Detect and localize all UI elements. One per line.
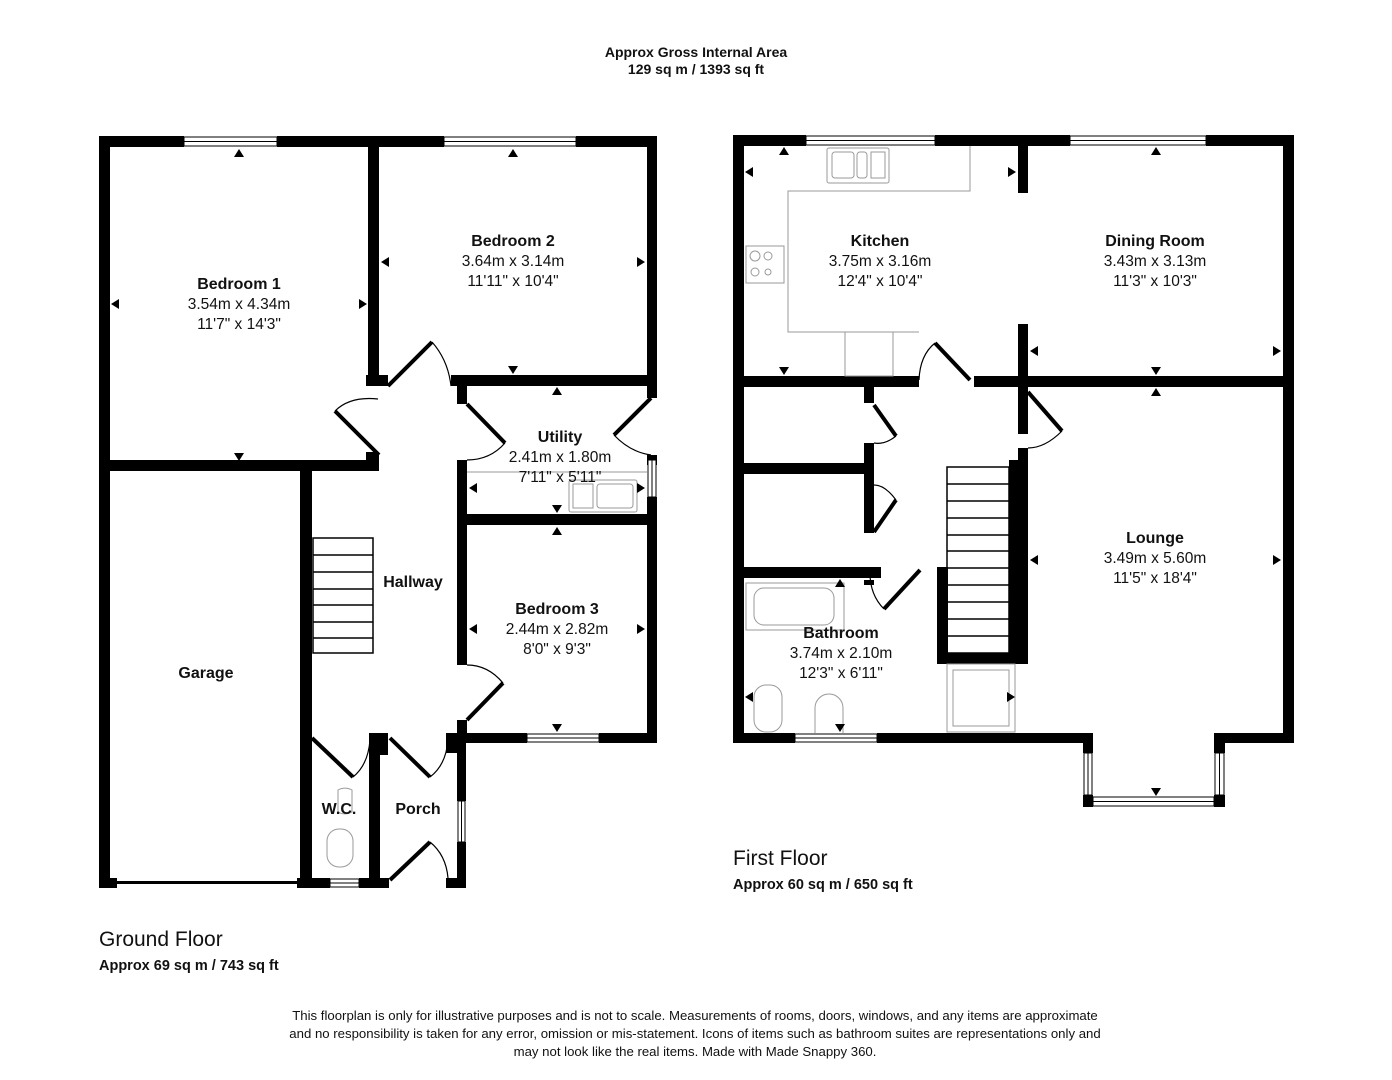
room-name: Bedroom 3: [515, 601, 599, 618]
first-floor-doors: [869, 341, 1064, 611]
room-lounge: Lounge 3.49m x 5.60m 11'5" x 18'4": [1104, 529, 1207, 589]
room-name: Porch: [395, 801, 441, 818]
ground-floor-windows: [183, 136, 657, 888]
first-floor-area: Approx 60 sq m / 650 sq ft: [733, 877, 913, 893]
room-metric: 3.74m x 2.10m: [789, 645, 893, 662]
room-imperial: 11'3" x 10'3": [1113, 273, 1197, 290]
first-floor-caption: First Floor Approx 60 sq m / 650 sq ft: [733, 847, 913, 893]
ground-floor-measure-arrows: [111, 149, 645, 732]
room-dining: Dining Room 3.43m x 3.13m 11'3" x 10'3": [1104, 232, 1207, 292]
room-imperial: 7'11" x 5'11": [518, 469, 602, 486]
room-wc: W.C.: [322, 800, 357, 820]
gross-area-header: Approx Gross Internal Area 129 sq m / 13…: [0, 44, 1392, 78]
room-hallway: Hallway: [383, 573, 443, 593]
room-imperial: 11'11" x 10'4": [467, 273, 559, 290]
room-name: Hallway: [383, 574, 443, 591]
room-metric: 2.44m x 2.82m: [505, 621, 609, 638]
room-metric: 3.75m x 3.16m: [828, 253, 932, 270]
ground-floor-title: Ground Floor: [99, 928, 223, 951]
first-floor-measure-arrows: [745, 147, 1281, 796]
ground-floor-area: Approx 69 sq m / 743 sq ft: [99, 958, 279, 974]
disclaimer-line-2: and no responsibility is taken for any e…: [289, 1026, 1101, 1041]
first-floor-stairs: [946, 466, 1010, 654]
first-floor-title: First Floor: [733, 847, 828, 870]
room-metric: 2.41m x 1.80m: [508, 449, 612, 466]
disclaimer-line-3: may not look like the real items. Made w…: [513, 1044, 877, 1059]
room-name: Bathroom: [803, 625, 879, 642]
room-name: Utility: [537, 429, 583, 446]
room-imperial: 11'5" x 18'4": [1113, 570, 1197, 587]
room-bedroom-2: Bedroom 2 3.64m x 3.14m 11'11" x 10'4": [462, 232, 565, 292]
room-name: W.C.: [321, 801, 357, 818]
ground-floor-caption: Ground Floor Approx 69 sq m / 743 sq ft: [99, 928, 279, 974]
disclaimer: This floorplan is only for illustrative …: [250, 1007, 1140, 1061]
room-imperial: 11'7" x 14'3": [197, 316, 281, 333]
disclaimer-line-1: This floorplan is only for illustrative …: [292, 1008, 1098, 1023]
room-name: Bedroom 2: [471, 233, 555, 250]
room-metric: 3.49m x 5.60m: [1103, 550, 1207, 567]
room-kitchen: Kitchen 3.75m x 3.16m 12'4" x 10'4": [829, 232, 932, 292]
room-utility: Utility 2.41m x 1.80m 7'11" x 5'11": [509, 428, 612, 488]
ground-floor-fixtures: [326, 471, 647, 868]
ground-floor-doors: [310, 340, 653, 882]
room-garage: Garage: [178, 664, 233, 684]
room-name: Kitchen: [850, 233, 910, 250]
room-metric: 3.54m x 4.34m: [187, 296, 291, 313]
room-imperial: 12'4" x 10'4": [837, 273, 923, 290]
room-metric: 3.43m x 3.13m: [1103, 253, 1207, 270]
room-name: Dining Room: [1105, 233, 1205, 250]
room-imperial: 8'0" x 9'3": [523, 641, 591, 658]
gross-area-label: Approx Gross Internal Area: [604, 44, 788, 60]
first-floor-windows: [794, 135, 1225, 807]
room-metric: 3.64m x 3.14m: [461, 253, 565, 270]
room-name: Garage: [178, 665, 234, 682]
room-imperial: 12'3" x 6'11": [799, 665, 883, 682]
gross-area-value: 129 sq m / 1393 sq ft: [627, 61, 765, 77]
room-bedroom-1: Bedroom 1 3.54m x 4.34m 11'7" x 14'3": [188, 275, 291, 335]
room-name: Lounge: [1126, 530, 1184, 547]
room-bathroom: Bathroom 3.74m x 2.10m 12'3" x 6'11": [790, 624, 893, 684]
room-name: Bedroom 1: [197, 276, 281, 293]
ground-floor-stairs: [312, 537, 374, 654]
room-bedroom-3: Bedroom 3 2.44m x 2.82m 8'0" x 9'3": [506, 600, 609, 660]
room-porch: Porch: [395, 800, 440, 820]
first-floor-walls: [733, 135, 1294, 807]
first-floor-fixtures: [745, 146, 1016, 733]
